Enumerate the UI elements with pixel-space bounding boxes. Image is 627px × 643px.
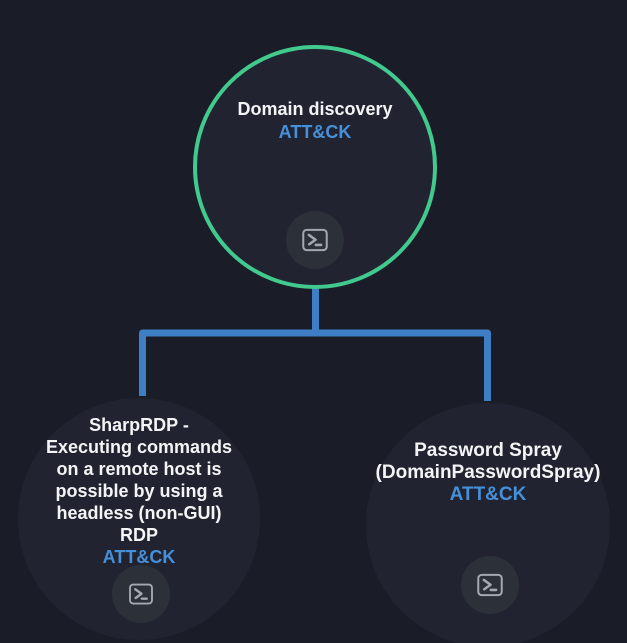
attack-link[interactable]: ATT&CK	[102, 547, 176, 567]
attack-link[interactable]: ATT&CK	[278, 122, 352, 142]
powershell-icon[interactable]	[286, 211, 344, 269]
attack-link[interactable]: ATT&CK	[449, 484, 527, 505]
node-label: SharpRDP - Executing commands on a remot…	[24, 414, 254, 568]
node-label: Domain discovery ATT&CK	[185, 98, 445, 143]
node-label: Password Spray (DomainPasswordSpray) ATT…	[358, 440, 618, 506]
node-password-spray[interactable]: Password Spray (DomainPasswordSpray) ATT…	[366, 403, 610, 643]
powershell-icon[interactable]	[112, 565, 170, 623]
powershell-glyph	[477, 573, 503, 597]
node-title: Domain discovery	[237, 99, 393, 119]
node-sharprdp[interactable]: SharpRDP - Executing commands on a remot…	[18, 398, 260, 640]
node-title: Password Spray (DomainPasswordSpray)	[375, 440, 601, 483]
node-domain-discovery[interactable]: Domain discovery ATT&CK	[193, 45, 437, 289]
powershell-glyph	[129, 583, 153, 605]
connector-bracket	[139, 329, 491, 401]
powershell-glyph	[302, 228, 328, 252]
node-title: SharpRDP - Executing commands on a remot…	[45, 415, 233, 545]
powershell-icon[interactable]	[461, 556, 519, 614]
